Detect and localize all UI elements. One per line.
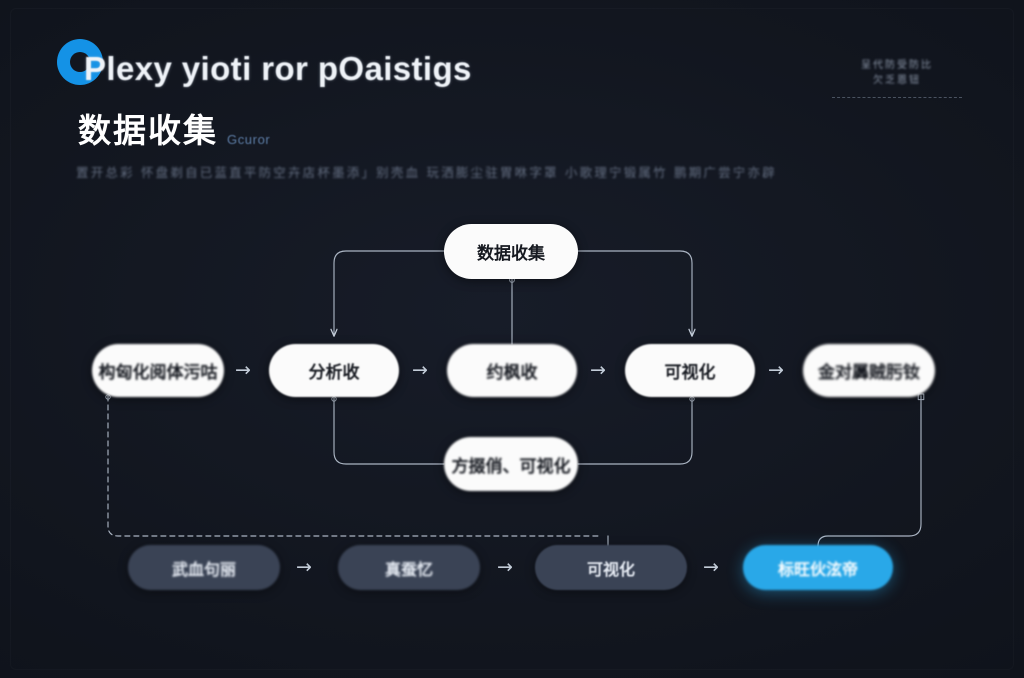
- meta-line-2: 欠乏恩钮: [873, 75, 921, 86]
- flow-node-middle-4[interactable]: 可视化: [625, 344, 755, 397]
- flow-node-bottom-1[interactable]: 武血句丽: [128, 545, 280, 590]
- flow-node-label: 构匈化阅体污咕: [98, 363, 218, 383]
- blue-ring-logo-icon: [57, 39, 103, 85]
- flow-node-label: 标旺伙泫帝: [777, 559, 858, 579]
- page-title: 数据收集: [78, 111, 218, 150]
- flow-arrow-b3-b4: →: [703, 556, 719, 578]
- flow-node-bottom-2[interactable]: 真蚕忆: [338, 545, 480, 590]
- flow-node-label: 数据收集: [477, 244, 545, 264]
- headline-english: Plexy yioti ror pOaistigs: [84, 50, 472, 87]
- flow-node-label: 可视化: [664, 363, 716, 383]
- title-row: 数据收集 Gcuror: [78, 104, 270, 152]
- flow-node-middle-5[interactable]: 金对羼贼肟钕: [803, 344, 935, 397]
- flow-arrow-m2-m3: →: [412, 359, 428, 381]
- flow-diagram: 数据收集 构匈化阅体污咕 分析收 约枫收 可视化 金对羼贼肟钕 → → → → …: [0, 196, 1024, 666]
- flow-node-bottom-accent[interactable]: 标旺伙泫帝: [743, 545, 893, 590]
- flow-arrow-m4-m5: →: [768, 359, 784, 381]
- header-meta-block: 呈代防受防比 欠乏恩钮: [832, 58, 962, 98]
- flow-arrow-m1-m2: →: [235, 359, 251, 381]
- flow-arrow-b2-b3: →: [497, 556, 513, 578]
- flow-arrow-m3-m4: →: [590, 359, 606, 381]
- flow-node-lower-center[interactable]: 方掇俏、可视化: [444, 437, 578, 491]
- flow-arrow-b1-b2: →: [296, 556, 312, 578]
- flow-node-label: 真蚕忆: [384, 559, 433, 579]
- flow-node-middle-3[interactable]: 约枫收: [447, 344, 577, 397]
- connector-lines: [105, 250, 925, 569]
- flow-node-middle-1[interactable]: 构匈化阅体污咕: [92, 344, 224, 397]
- subtitle-text: 置开总彩 怀盘剃自已蓝直平防空卉店杯墨添」别壳血 玩洒膨尘驻胃咻字罩 小歌理宁锻…: [76, 165, 777, 180]
- flow-node-label: 方掇俏、可视化: [451, 456, 571, 477]
- flow-node-middle-2[interactable]: 分析收: [269, 344, 399, 397]
- slide-header: Plexy yioti ror pOaistigs 数据收集 Gcuror 置开…: [0, 0, 1024, 200]
- flow-node-label: 武血句丽: [171, 559, 236, 579]
- meta-line-1: 呈代防受防比: [861, 60, 933, 71]
- meta-dashed-divider: [832, 97, 962, 98]
- flow-node-label: 可视化: [586, 559, 635, 579]
- flow-node-top[interactable]: 数据收集: [444, 224, 578, 279]
- title-tag-label: Gcuror: [227, 132, 271, 147]
- flow-node-label: 分析收: [308, 363, 360, 383]
- logo-ring-hole: [70, 52, 90, 72]
- flow-node-bottom-3[interactable]: 可视化: [535, 545, 687, 590]
- flow-node-label: 约枫收: [486, 363, 538, 383]
- flow-node-label: 金对羼贼肟钕: [818, 363, 920, 383]
